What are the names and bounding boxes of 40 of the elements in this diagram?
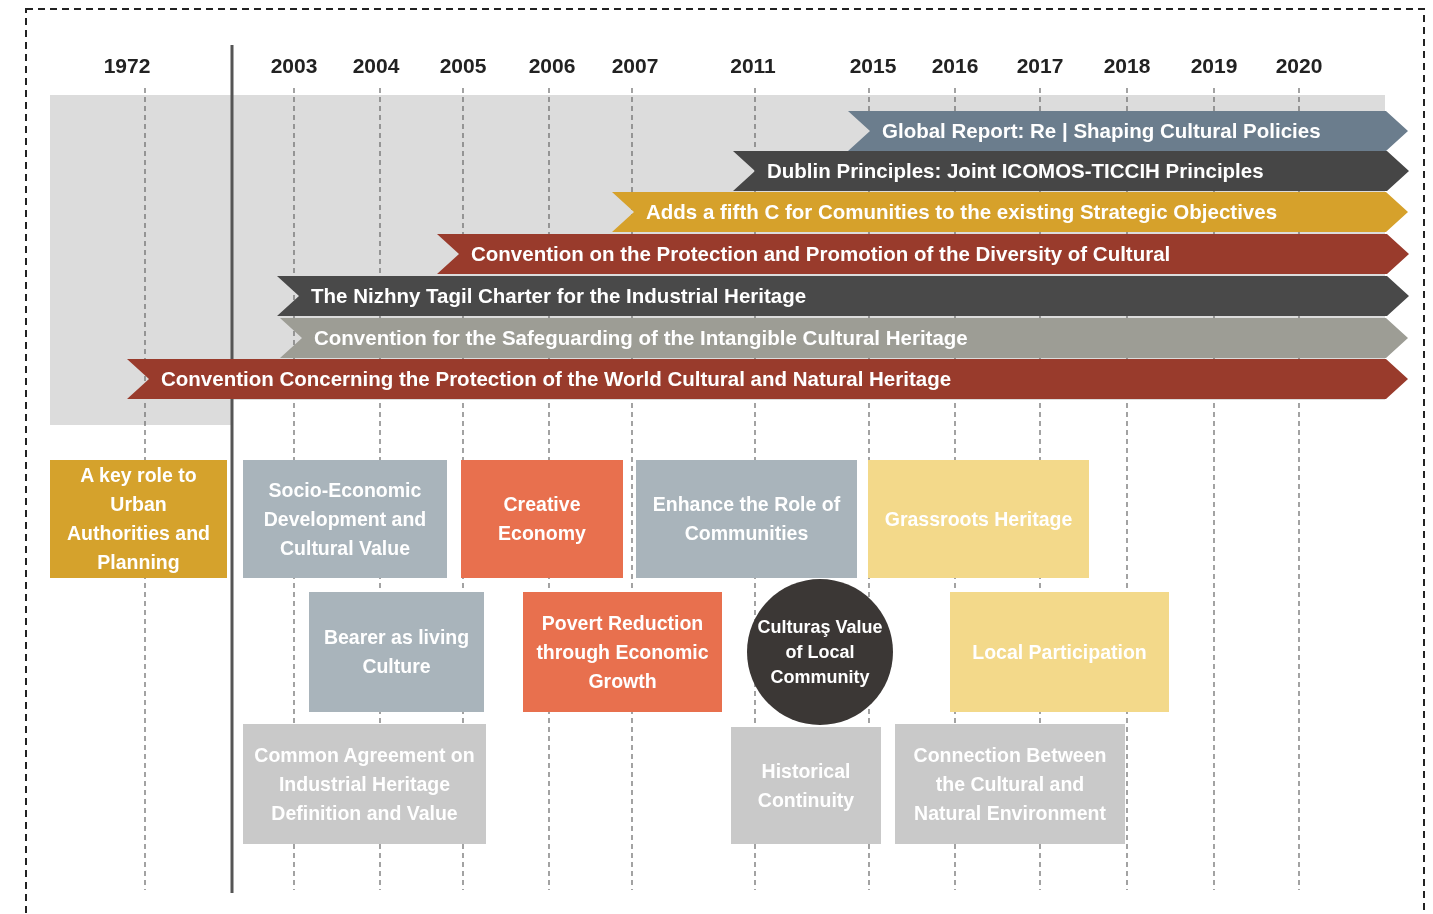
band-label: Convention on the Protection and Promotion of the Diversity of Cultural [471,242,1171,266]
theme-label: Local Participation [972,639,1147,665]
theme-box [950,592,1169,712]
theme-box [461,460,623,578]
theme-box [895,724,1125,844]
year-label: 2017 [1015,54,1065,78]
year-label: 2011 [729,54,777,78]
band-label: Dublin Principles: Joint ICOMOS-TICCIH Principles [767,159,1264,183]
year-label: 1972 [102,54,152,78]
year-label: 2006 [527,54,577,78]
band-label: Adds a fifth C for Comunities to the existing Strategic Objectives [646,200,1278,224]
theme-label: Enhance the Role of Communities [651,492,842,546]
theme-box [243,724,486,844]
year-label: 2005 [438,54,488,78]
year-label: 2020 [1274,54,1324,78]
band-label: Convention Concerning the Protection of the World Cultural and Natural Heritage [161,367,952,391]
theme-box [636,460,857,578]
band-label: Global Report: Re | Shaping Cultural Policies [882,119,1321,143]
theme-box [243,460,447,578]
theme-box [50,460,227,578]
year-label: 2003 [269,54,319,78]
theme-label: A key role to Urban Authorities and Planning [66,463,211,575]
theme-box [309,592,484,712]
theme-label: Povert Reduction through Economic Growth [535,610,710,694]
theme-label: Culturaş Value of Local Community [756,615,884,689]
year-label: 2007 [610,54,660,78]
theme-box [731,727,881,844]
year-label: 2018 [1102,54,1152,78]
year-label: 2015 [848,54,898,78]
band-label: The Nizhny Tagil Charter for the Industrial Heritage [311,284,807,308]
year-label: 2004 [351,54,401,78]
year-label: 2019 [1189,54,1239,78]
theme-box [868,460,1089,578]
theme-label: Grassroots Heritage [884,506,1073,532]
theme-label: Socio-Economic Development and Cultural Value [262,477,428,561]
theme-label: Creative Economy [497,492,587,546]
band-label: Convention for the Safeguarding of the Intangible Cultural Heritage [314,326,968,350]
theme-box [523,592,722,712]
theme-label: Bearer as living Culture [322,625,471,679]
year-label: 2016 [930,54,980,78]
